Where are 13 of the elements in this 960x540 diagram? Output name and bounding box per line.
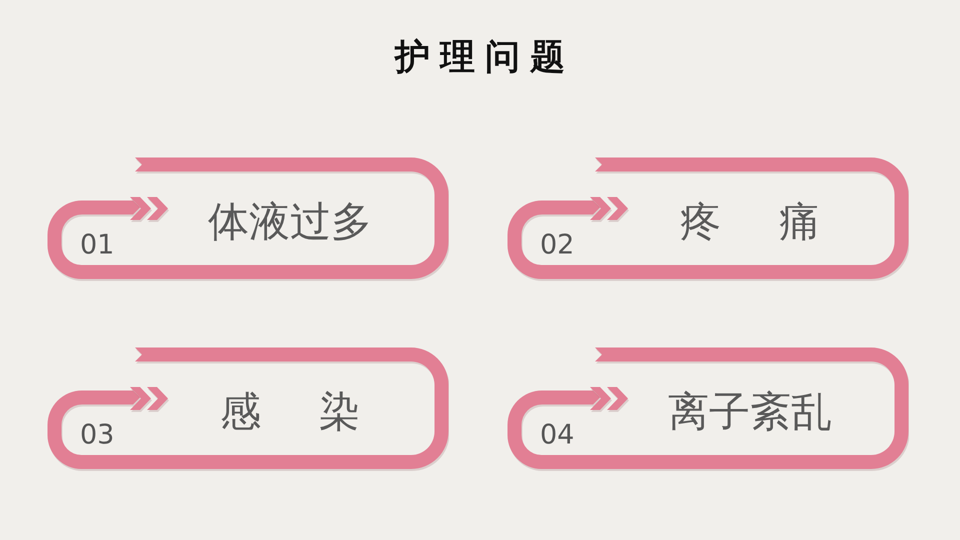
- item-number: 03: [80, 422, 114, 448]
- item-number: 04: [540, 422, 574, 448]
- item-number: 02: [540, 232, 574, 258]
- ribbon-frame: [507, 157, 909, 283]
- item-number: 01: [80, 232, 114, 258]
- item-label: 体液过多: [208, 202, 372, 242]
- ribbon-frame: [47, 347, 449, 473]
- item-label: 疼 痛: [680, 202, 820, 242]
- title: 护理问题: [393, 40, 575, 76]
- ribbon-frame: [47, 157, 449, 283]
- item-label: 感 染: [220, 392, 360, 432]
- ribbon-frame: [507, 347, 909, 473]
- item-label: 离子紊乱: [668, 392, 832, 432]
